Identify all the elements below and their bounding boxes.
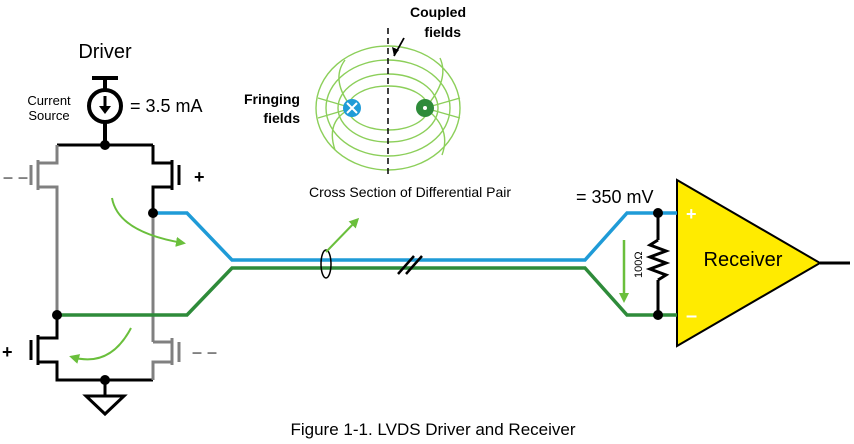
top-node bbox=[100, 140, 110, 150]
ground-node bbox=[100, 375, 110, 385]
plus-top-right: + bbox=[194, 167, 205, 187]
conductor-out-of-page-icon bbox=[416, 99, 434, 117]
receiver-plus: + bbox=[686, 204, 697, 224]
transistor-top-left bbox=[29, 160, 59, 315]
minus-bottom-right: – – bbox=[192, 342, 217, 362]
coupled-fields-arrowhead bbox=[392, 47, 399, 56]
node-b-driver bbox=[52, 310, 62, 320]
minus-top-left: – – bbox=[3, 167, 28, 187]
node-a-driver bbox=[148, 208, 158, 218]
plus-bottom-left: + bbox=[2, 342, 13, 362]
receiver-minus: – bbox=[686, 305, 697, 327]
receiver-label: Receiver bbox=[704, 249, 783, 271]
figure-title: Figure 1-1. LVDS Driver and Receiver bbox=[290, 420, 575, 439]
current-source-label-2: Source bbox=[28, 108, 69, 123]
current-flow-arrow-bottom bbox=[69, 327, 132, 364]
pair-ellipse bbox=[320, 249, 332, 279]
fringing-label-2: fields bbox=[263, 110, 300, 126]
current-value: = 3.5 mA bbox=[130, 96, 203, 116]
driver-label: Driver bbox=[78, 41, 132, 63]
node-receiver-minus bbox=[653, 310, 663, 320]
voltage-label: = 350 mV bbox=[576, 187, 654, 207]
transistor-bottom-right bbox=[151, 338, 181, 380]
current-arrow-icon bbox=[99, 106, 111, 114]
ground-icon bbox=[82, 380, 128, 417]
current-source-icon bbox=[87, 76, 123, 145]
current-flow-arrow-top bbox=[111, 197, 186, 247]
coupled-label-1: Coupled bbox=[410, 4, 466, 20]
line-a-blue bbox=[153, 211, 660, 262]
pair-pointer-arrow bbox=[325, 217, 360, 253]
cable-break-icon bbox=[397, 255, 423, 275]
fringing-label-1: Fringing bbox=[244, 91, 300, 107]
current-source-label-1: Current bbox=[27, 93, 71, 108]
transistor-bottom-left bbox=[29, 315, 153, 382]
cross-section-label: Cross Section of Differential Pair bbox=[309, 184, 511, 200]
coupled-label-2: fields bbox=[424, 24, 461, 40]
line-b-green bbox=[57, 266, 660, 317]
resistor-label: 100Ω bbox=[633, 251, 645, 278]
conductor-into-page-icon bbox=[343, 99, 361, 117]
termination-resistor-icon bbox=[645, 213, 671, 315]
receiver-triangle bbox=[676, 178, 822, 348]
transistor-top-right bbox=[151, 160, 181, 213]
node-receiver-plus bbox=[653, 208, 663, 218]
